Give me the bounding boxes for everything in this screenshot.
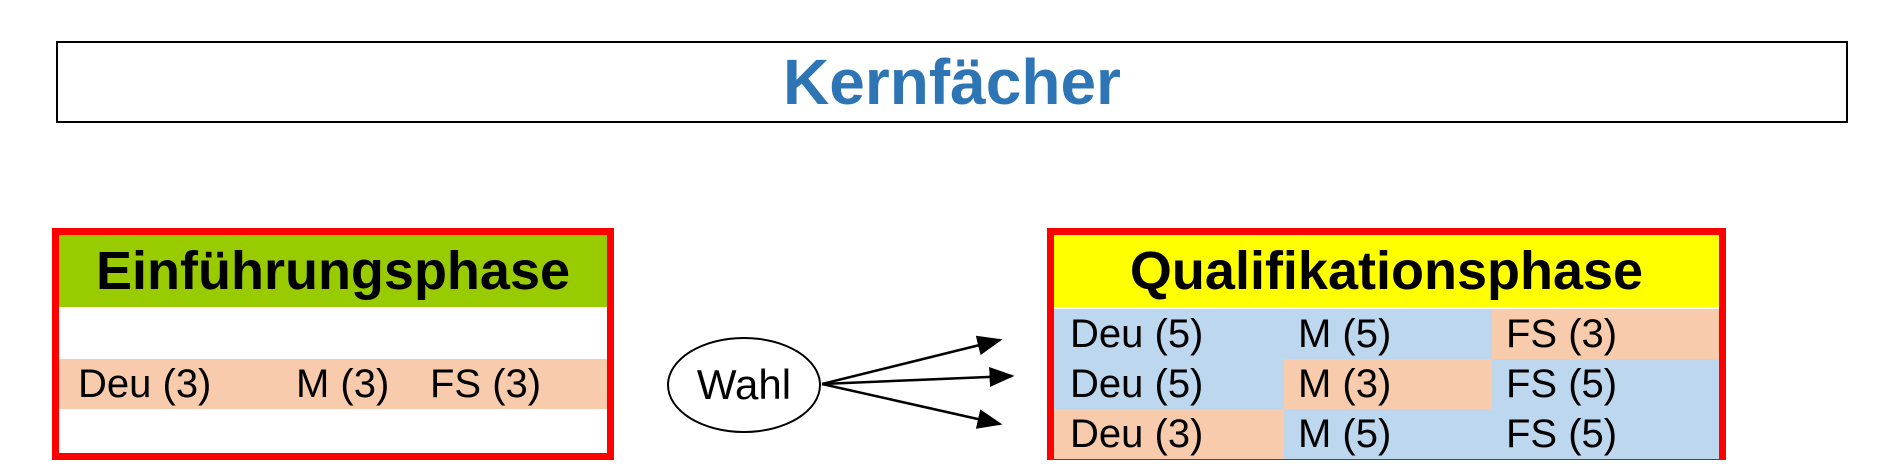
- qualifikationsphase-row: Deu (5) M (3) FS (5): [1054, 359, 1719, 409]
- einfuehrungsphase-header: Einführungsphase: [59, 235, 607, 307]
- einfuehrungsphase-box: Einführungsphase Deu (3) M (3) FS (3): [52, 228, 614, 460]
- diagram-title: Kernfächer: [783, 46, 1121, 118]
- qualifikationsphase-box: Qualifikationsphase Deu (5) M (5) FS (3)…: [1047, 228, 1726, 460]
- einfuehrungsphase-subject-row: Deu (3) M (3) FS (3): [59, 359, 607, 409]
- subject-deu: Deu (3): [1054, 409, 1284, 459]
- subject-fs: FS (5): [1492, 359, 1719, 409]
- subject-m: M (5): [1284, 409, 1492, 459]
- title-box: Kernfächer: [56, 41, 1848, 123]
- arrow-to-row-2: [821, 366, 1015, 387]
- subject-fs: FS (3): [430, 362, 542, 406]
- qualifikationsphase-header: Qualifikationsphase: [1054, 235, 1719, 307]
- qualifikationsphase-row: Deu (3) M (5) FS (5): [1054, 409, 1719, 459]
- qualifikationsphase-row: Deu (5) M (5) FS (3): [1054, 309, 1719, 359]
- subject-deu: Deu (5): [1054, 309, 1284, 359]
- subject-fs: FS (3): [1492, 309, 1719, 359]
- subject-deu: Deu (5): [1054, 359, 1284, 409]
- subject-m: M (3): [296, 362, 390, 406]
- subject-fs: FS (5): [1492, 409, 1719, 459]
- arrow-to-row-3: [821, 382, 1003, 429]
- subject-m: M (3): [1284, 359, 1492, 409]
- arrow-to-row-1: [821, 335, 1003, 386]
- subject-deu: Deu (3): [78, 362, 212, 406]
- wahl-node: Wahl: [667, 337, 821, 433]
- subject-m: M (5): [1284, 309, 1492, 359]
